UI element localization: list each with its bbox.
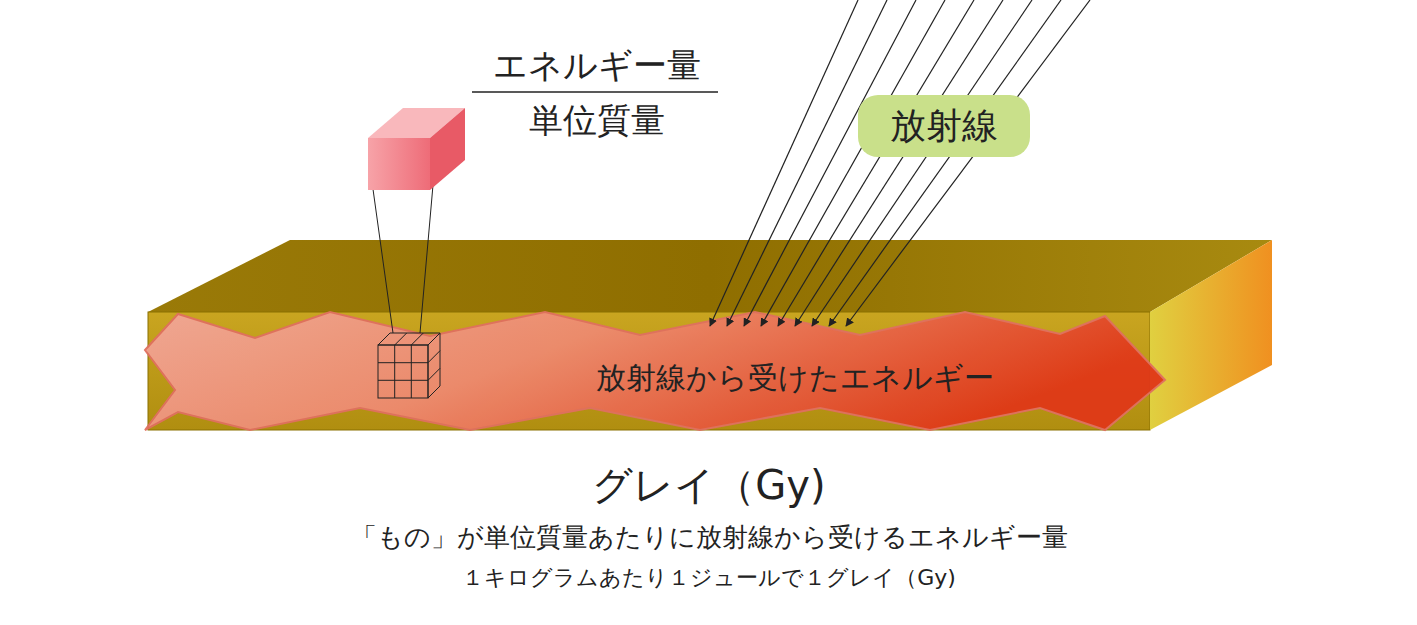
radiation-ray	[761, 0, 945, 326]
energy-band	[145, 312, 1165, 430]
radiation-ray	[710, 0, 858, 326]
fraction-bar	[472, 91, 718, 93]
mass-element-grid	[378, 333, 440, 398]
unit-note: １キログラムあたり１ジュールで１グレイ（Gy)	[462, 565, 956, 590]
numerator-label: エネルギー量	[493, 46, 701, 85]
radiation-ray	[812, 0, 1032, 326]
radiation-ray	[795, 0, 1003, 326]
radiation-label: 放射線	[858, 95, 1030, 157]
radiation-rays	[710, 0, 1090, 326]
slab-top	[148, 240, 1272, 312]
title: グレイ（Gy)	[592, 462, 825, 508]
energy-band-label: 放射線から受けたエネルギー	[588, 357, 1002, 400]
definition-note: 「もの」が単位質量あたりに放射線から受けるエネルギー量	[351, 523, 1068, 553]
radiation-ray	[744, 0, 916, 326]
denominator-label: 単位質量	[529, 101, 665, 140]
node-text: 放射線	[890, 105, 998, 146]
slab-side	[1150, 240, 1272, 430]
leader-lines	[372, 182, 433, 333]
radiation-ray	[829, 0, 1061, 326]
unit-mass-cube	[368, 108, 465, 190]
node-text: 放射線から受けたエネルギー	[596, 361, 994, 396]
radiation-ray	[846, 0, 1090, 326]
